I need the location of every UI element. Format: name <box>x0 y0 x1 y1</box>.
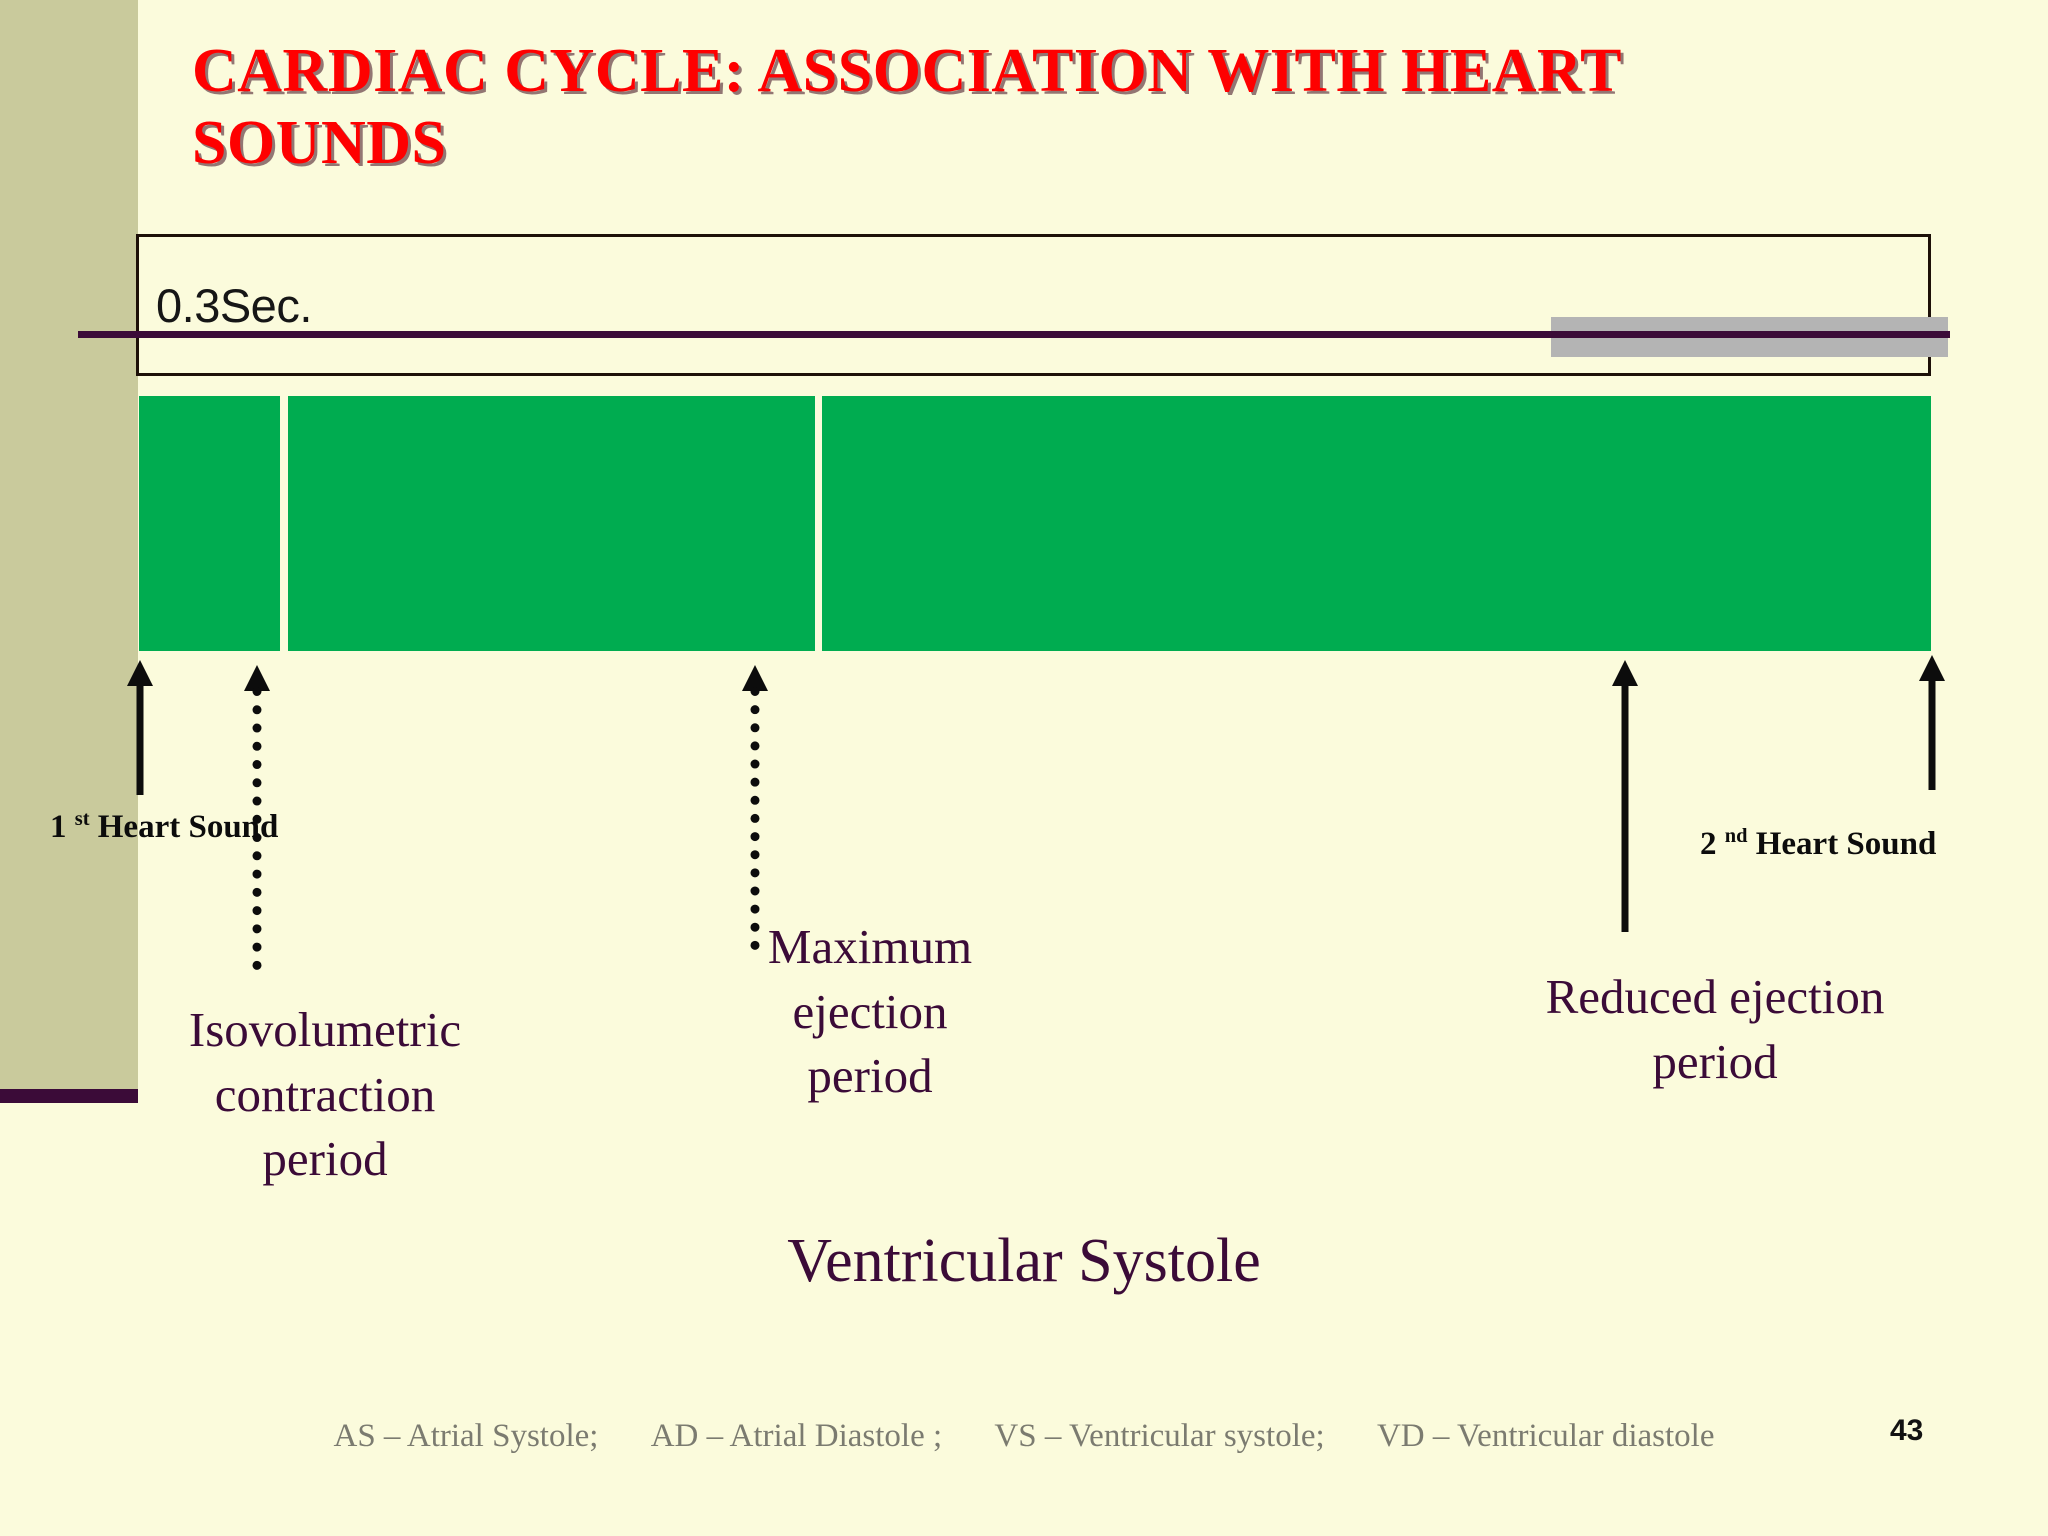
arrow-first-heart-sound <box>125 660 155 795</box>
phase-bar-isovolumetric <box>139 396 280 651</box>
legend-item-vs: VS – Ventricular systole; <box>994 1418 1325 1454</box>
label-first-heart-sound: 1 st Heart Sound <box>50 808 278 846</box>
timeline-frame <box>136 234 1931 376</box>
arrow-head-icon <box>1919 655 1945 681</box>
second-heart-sound-text: Heart Sound <box>1755 826 1937 862</box>
arrow-second-heart-sound <box>1917 655 1947 790</box>
first-heart-sound-text: Heart Sound <box>97 809 279 845</box>
arrow-shaft <box>1621 682 1629 932</box>
duration-label: 0.3Sec. <box>156 279 312 332</box>
legend-item-as: AS – Atrial Systole; <box>333 1418 599 1454</box>
footer-legend: AS – Atrial Systole; AD – Atrial Diastol… <box>0 1418 2048 1455</box>
left-sidebar-band <box>0 0 138 1089</box>
arrow-shaft <box>1928 677 1936 790</box>
label-second-heart-sound: 2 nd Heart Sound <box>1700 825 1936 863</box>
arrow-reduced-ejection <box>1610 660 1640 932</box>
arrow-head-icon <box>127 660 153 686</box>
arrow-shaft-dotted <box>252 687 262 970</box>
arrow-head-icon <box>1612 660 1638 686</box>
page-number: 43 <box>1890 1414 1924 1447</box>
label-maximum-ejection-period: Maximum ejection period <box>767 919 973 1104</box>
timeline-baseline-rule <box>78 331 1950 338</box>
second-heart-sound-number: 2 <box>1700 826 1717 862</box>
page-title: CARDIAC CYCLE: ASSOCIATION WITH HEART SO… <box>192 37 1621 177</box>
caption-ventricular-systole: Ventricular Systole <box>787 1227 1261 1295</box>
legend-item-vd: VD – Ventricular diastole <box>1376 1418 1715 1454</box>
label-isovolumetric-period: Isovolumetric contraction period <box>188 1002 462 1187</box>
first-heart-sound-number: 1 <box>50 809 67 845</box>
arrow-isovolumetric <box>242 665 272 970</box>
first-heart-sound-ordinal: st <box>74 808 90 830</box>
arrow-shaft <box>136 682 144 795</box>
second-heart-sound-ordinal: nd <box>1724 825 1748 847</box>
sidebar-underline-rule <box>0 1089 138 1103</box>
legend-item-ad: AD – Atrial Diastole ; <box>650 1418 943 1454</box>
arrow-head-icon <box>244 665 270 691</box>
arrow-maximum-ejection <box>740 665 770 950</box>
arrow-shaft-dotted <box>750 687 760 950</box>
arrow-head-icon <box>742 665 768 691</box>
phase-bar-reduced-ejection <box>822 396 1931 651</box>
phase-bar-maximum-ejection <box>288 396 815 651</box>
label-reduced-ejection-period: Reduced ejection period <box>1545 969 1885 1089</box>
